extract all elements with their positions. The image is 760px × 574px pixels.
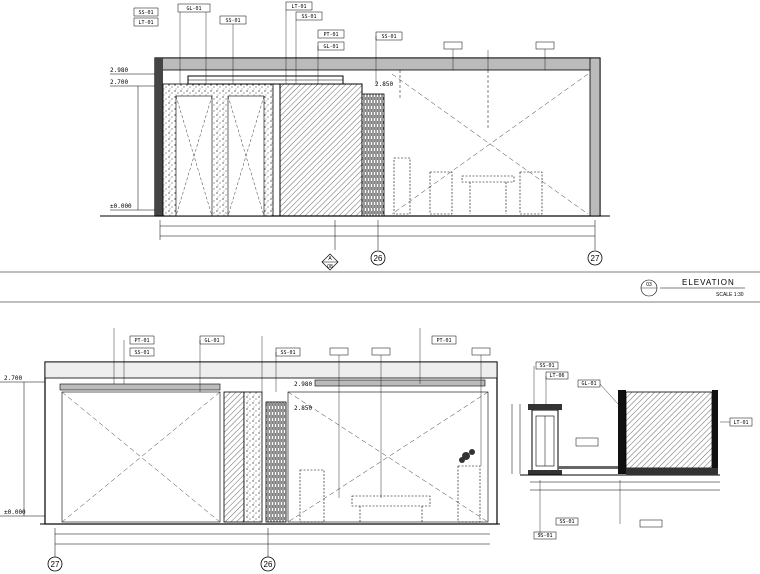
plant-icon — [459, 449, 475, 463]
svg-text:SS-01: SS-01 — [539, 363, 554, 369]
svg-text:GL-01: GL-01 — [204, 338, 219, 344]
elevation-title-block: 03 ELEVATION SCALE 1:30 — [640, 278, 745, 298]
bottom-furniture — [299, 469, 431, 523]
top-elevation: 2.980 2.700 ±0.000 2.850 26 27 A 08 — [100, 1, 610, 271]
svg-text:GL-01: GL-01 — [581, 381, 596, 387]
svg-text:26: 26 — [374, 254, 383, 263]
level-ceiling-top: 2.980 — [110, 67, 128, 74]
elevation-scale: SCALE 1:30 — [716, 292, 744, 298]
svg-text:2.980: 2.980 — [294, 381, 312, 388]
svg-text:SS-01: SS-01 — [134, 350, 149, 356]
svg-text:SS-01: SS-01 — [138, 10, 153, 16]
svg-text:SS-01: SS-01 — [225, 18, 240, 24]
svg-text:LT-01: LT-01 — [733, 420, 748, 426]
svg-text:SS-01: SS-01 — [301, 14, 316, 20]
svg-text:LT-06: LT-06 — [549, 373, 564, 379]
section-detail: SS-01 LT-06 GL-01 LT-01 SS-01 SS-01 — [511, 361, 753, 540]
top-level-marks: 2.980 2.700 ±0.000 2.850 — [110, 67, 393, 211]
svg-text:27: 27 — [51, 560, 60, 569]
svg-text:GL-01: GL-01 — [323, 44, 338, 50]
svg-text:27: 27 — [591, 254, 600, 263]
svg-text:PT-01: PT-01 — [323, 32, 338, 38]
svg-text:LT-01: LT-01 — [291, 4, 306, 10]
svg-text:SS-01: SS-01 — [280, 350, 295, 356]
level-ceiling: 2.700 — [110, 79, 128, 86]
level-floor: ±0.000 — [110, 203, 132, 210]
material-tags-detail: SS-01 LT-06 GL-01 LT-01 SS-01 SS-01 — [533, 361, 753, 540]
svg-text:2.850: 2.850 — [294, 405, 312, 412]
svg-text:SS-01: SS-01 — [537, 533, 552, 539]
svg-text:±0.000: ±0.000 — [4, 509, 26, 516]
svg-text:26: 26 — [264, 560, 273, 569]
dining-furniture-top — [393, 157, 543, 215]
svg-text:GL-01: GL-01 — [186, 6, 201, 12]
bottom-elevation: 2.700 ±0.000 2.980 2.850 27 26 PT-01 SS-… — [0, 328, 500, 572]
svg-text:2.700: 2.700 — [4, 375, 22, 382]
hatched-glass-column — [223, 391, 245, 523]
grid-bubble-27-bottom — [47, 556, 63, 572]
level-inner: 2.850 — [375, 81, 393, 88]
svg-text:LT-01: LT-01 — [138, 20, 153, 26]
svg-text:SS-01: SS-01 — [381, 34, 396, 40]
svg-text:PT-01: PT-01 — [134, 338, 149, 344]
section-marker: A 08 — [321, 253, 339, 271]
grid-bubble-26-bottom — [260, 556, 276, 572]
svg-text:SS-01: SS-01 — [559, 519, 574, 525]
hatched-glass-panel — [279, 83, 363, 217]
bottom-level-marks: 2.700 ±0.000 2.980 2.850 — [0, 375, 312, 517]
elevation-title: ELEVATION — [682, 278, 735, 287]
svg-text:08: 08 — [327, 264, 333, 270]
elevation-number: 03 — [646, 282, 652, 288]
grid-bubble-27-top — [587, 250, 603, 266]
grid-bubble-26-top — [370, 250, 386, 266]
material-tags-top: GL-01 SS-01 LT-01 SS-01 PT-01 GL-01 LT-0… — [133, 1, 555, 51]
svg-text:A: A — [328, 256, 332, 262]
material-tags-bottom: PT-01 SS-01 GL-01 SS-01 PT-01 — [129, 335, 491, 357]
svg-text:PT-01: PT-01 — [436, 338, 451, 344]
